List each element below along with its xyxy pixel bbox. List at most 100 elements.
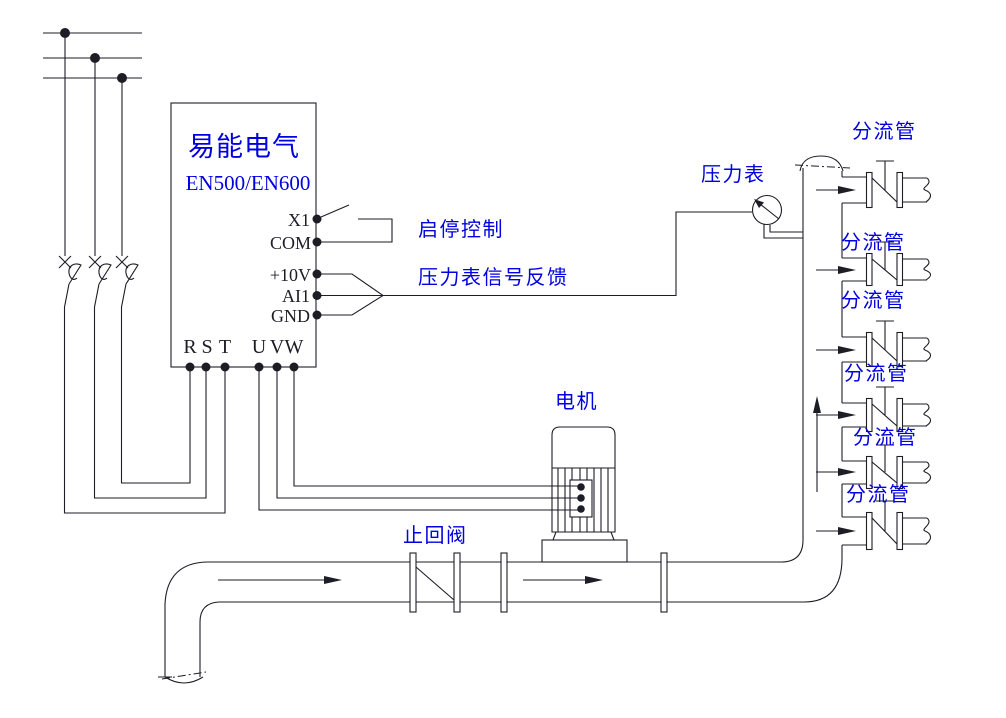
check-valve-label: 止回阀 (403, 524, 468, 547)
wire-v (276, 367, 578, 499)
valve-flange (896, 511, 904, 551)
branch-pipe (816, 320, 932, 368)
terminal-label-gnd: GND (271, 306, 310, 326)
terminal-dot-r (185, 362, 195, 372)
valve-flange (865, 511, 873, 551)
terminal-dot-s (201, 362, 211, 372)
pipe-bottom-wall (199, 601, 804, 677)
main-pipe (158, 552, 804, 684)
terminal-dot-com (312, 237, 322, 247)
power-terminal-label-v: V (270, 336, 285, 358)
pipe-flange (409, 552, 417, 613)
motor-terminal-dot (577, 505, 585, 513)
suction-inlet (158, 676, 204, 684)
valve-stem (876, 160, 894, 190)
inverter-brand-label: 易能电气 (188, 132, 300, 162)
pump-base (552, 531, 615, 541)
pump-base-block (541, 539, 628, 563)
branch-pipe (816, 500, 932, 551)
start-stop-label: 启停控制 (418, 218, 504, 241)
power-terminal-label-r: R (183, 336, 197, 358)
terminal-label-ai1: AI1 (282, 286, 310, 306)
terminal-dot-x1 (312, 214, 322, 224)
wire-u (258, 367, 578, 511)
gauge-needle-icon (754, 199, 764, 208)
valve-diagonal (871, 461, 898, 484)
branch-pipe (816, 386, 932, 433)
branch-pipe-label: 分流管 (852, 120, 917, 143)
riser-pipe (780, 155, 851, 603)
pipe-break (923, 461, 932, 484)
pressure-gauge (751, 194, 803, 239)
branch-pipe (816, 444, 932, 490)
branch-pipe-label: 分流管 (841, 231, 906, 254)
valve-stem (876, 386, 894, 415)
valve-flange (865, 455, 873, 490)
motor (541, 426, 628, 563)
motor-wires (258, 367, 578, 511)
inverter-box: 易能电气 EN500/EN600 X1 COM +10V AI1 GND R S… (170, 102, 322, 372)
branch-flow-arrow (838, 411, 856, 419)
riser-flow-arrow (813, 396, 821, 492)
pipe-flange (453, 552, 461, 613)
valve-stem (876, 320, 894, 350)
valve-stem (876, 500, 894, 531)
inverter-model-label: EN500/EN600 (186, 171, 311, 195)
pipe-top-wall (164, 561, 781, 677)
terminal-label-com: COM (270, 233, 311, 253)
power-terminal-label-u: U (252, 336, 267, 358)
suction-centerline (161, 671, 207, 680)
riser-dome-centerline (794, 164, 851, 169)
wire-w (293, 367, 578, 487)
gauge-stem (763, 224, 803, 239)
valve-flange (865, 397, 873, 433)
feedback-wire (321, 211, 752, 316)
valve-flange (896, 455, 904, 490)
pipe-break (923, 258, 932, 281)
riser-dome (799, 155, 844, 172)
feedback-label: 压力表信号反馈 (418, 266, 569, 289)
riser-left-wall (780, 168, 804, 563)
three-phase-bus (43, 28, 142, 256)
pipe-break (923, 403, 932, 427)
branch-pipe-label: 分流管 (846, 483, 911, 506)
valve-flange (896, 397, 904, 433)
motor-label: 电机 (555, 390, 598, 413)
branch-flow-arrow (838, 186, 856, 194)
valve-flange (865, 331, 873, 368)
flow-arrow (218, 576, 342, 584)
branch-pipe (816, 160, 932, 209)
valve-flange (896, 252, 904, 287)
motor-terminal-dot (577, 494, 585, 502)
power-terminal-label-s: S (201, 336, 212, 358)
disconnect-switch-icon (115, 255, 191, 484)
branch-pipe-label: 分流管 (841, 289, 906, 312)
motor-body (551, 426, 616, 469)
terminal-label-x1: X1 (288, 210, 310, 230)
valve-flange (896, 331, 904, 368)
valve-stem (876, 444, 894, 472)
branch-pipe-label: 分流管 (844, 362, 909, 385)
power-terminal-label-t: T (219, 336, 231, 358)
terminal-dot-ai1 (312, 291, 322, 300)
branch-flow-arrow (838, 346, 856, 354)
start-stop-switch (320, 204, 393, 243)
disconnect-switch-icon (88, 255, 207, 499)
disconnect-switch-icon (58, 255, 226, 514)
pressure-gauge-label: 压力表 (701, 163, 766, 186)
flow-arrow (523, 576, 603, 584)
valve-flange (865, 171, 873, 209)
branch-pipe (816, 241, 932, 287)
branch-flow-arrow (838, 468, 856, 476)
branch-pipe-label: 分流管 (853, 426, 918, 449)
terminal-dot-t (220, 362, 230, 372)
check-valve-diagonal (415, 566, 455, 601)
pipe-break (923, 177, 932, 203)
terminal-dot-10v (312, 269, 322, 279)
terminal-dot-gnd (312, 310, 322, 320)
bus-drop-lines (64, 33, 123, 256)
riser-right-wall (803, 171, 843, 603)
gauge-needle-icon (759, 203, 780, 220)
